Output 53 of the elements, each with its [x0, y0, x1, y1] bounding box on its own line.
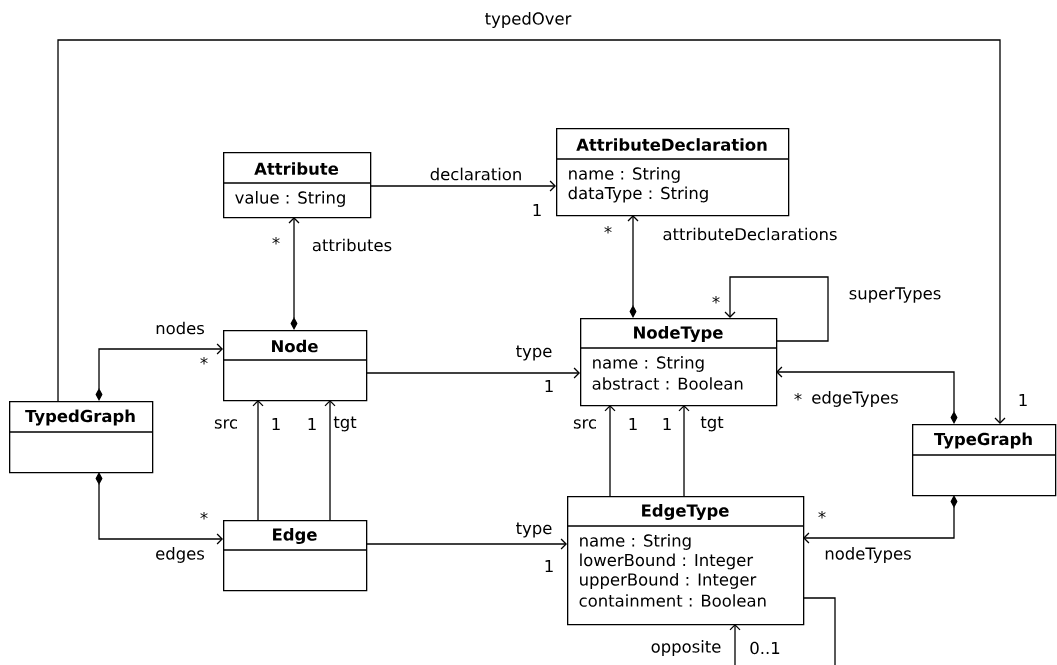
- association-line: [324, 400, 336, 521]
- role-label: edges: [156, 547, 205, 563]
- multiplicity-label: *: [200, 356, 208, 365]
- role-label: edgeTypes: [812, 391, 898, 407]
- multiplicity-label: *: [794, 392, 802, 401]
- class-box: Edge: [222, 520, 368, 592]
- composition-line: [288, 217, 300, 330]
- composition-line: [776, 366, 958, 424]
- multiplicity-label: 0..1: [750, 641, 780, 655]
- association-line: [724, 276, 829, 342]
- class-box: EdgeType name : String lowerBound : Integer upperBound : Integer containment : Boolean: [566, 496, 805, 626]
- role-label: src: [214, 419, 237, 429]
- association-line: [365, 538, 567, 550]
- role-label: type: [516, 345, 552, 361]
- association-line: [365, 367, 580, 379]
- association-line: [604, 405, 616, 497]
- multiplicity-label: *: [200, 511, 208, 520]
- multiplicity-label: 1: [533, 204, 541, 216]
- role-label: tgt: [333, 416, 357, 432]
- multiplicity-label: *: [272, 236, 280, 245]
- multiplicity-label: 1: [1019, 394, 1027, 406]
- multiplicity-label: 1: [308, 418, 316, 430]
- association-line: [678, 405, 690, 497]
- composition-line: [627, 215, 639, 318]
- role-label: type: [516, 522, 552, 538]
- role-label: attributes: [312, 238, 392, 252]
- multiplicity-label: 1: [663, 418, 671, 430]
- association-line: [57, 39, 1006, 424]
- role-label: nodeTypes: [825, 547, 911, 563]
- composition-line: [803, 495, 958, 544]
- multiplicity-label: 1: [545, 380, 553, 392]
- association-line: [729, 597, 836, 665]
- class-box: TypeGraph: [911, 424, 1057, 497]
- composition-line: [95, 343, 223, 401]
- multiplicity-label: 1: [545, 560, 553, 572]
- role-label: tgt: [700, 416, 724, 432]
- role-label: typedOver: [485, 12, 572, 28]
- class-box: AttributeDeclaration name : String dataType : String: [555, 128, 790, 217]
- class-box: NodeType name : String abstract : Boolean: [579, 318, 778, 407]
- role-label: attributeDeclarations: [663, 227, 837, 241]
- class-box: Node: [222, 330, 368, 402]
- multiplicity-label: 1: [272, 418, 280, 430]
- multiplicity-label: *: [712, 295, 720, 304]
- association-line: [252, 400, 264, 521]
- association-line: [369, 180, 556, 192]
- composition-line: [95, 472, 223, 545]
- role-label: superTypes: [849, 287, 941, 303]
- role-label: nodes: [156, 321, 204, 335]
- class-box: TypedGraph: [8, 401, 154, 474]
- role-label: declaration: [430, 167, 521, 181]
- role-label: opposite: [651, 640, 721, 656]
- class-box: Attribute value : String: [222, 152, 372, 219]
- role-label: src: [573, 419, 596, 429]
